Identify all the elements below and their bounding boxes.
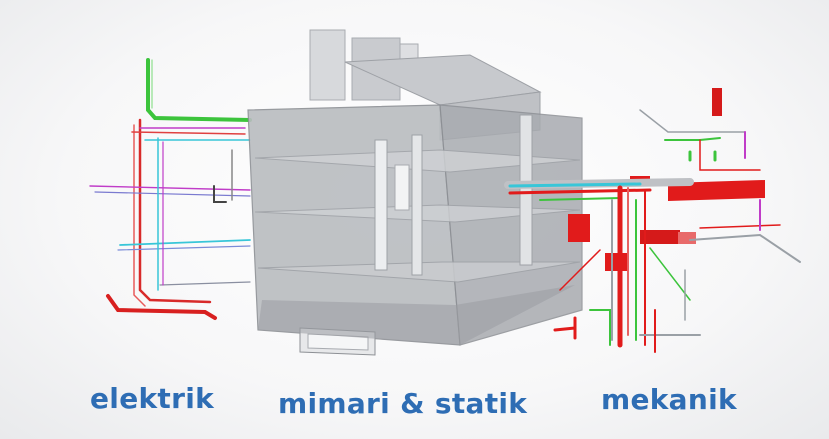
mechanical-systems-model [504,88,801,353]
architecture-structure-model [247,29,583,356]
mekanik-caption: mekanik [601,383,737,416]
electrical-systems-model [89,58,252,320]
mimari-statik-caption: mimari & statik [278,387,528,420]
elektrik-caption: elektrik [90,382,215,415]
